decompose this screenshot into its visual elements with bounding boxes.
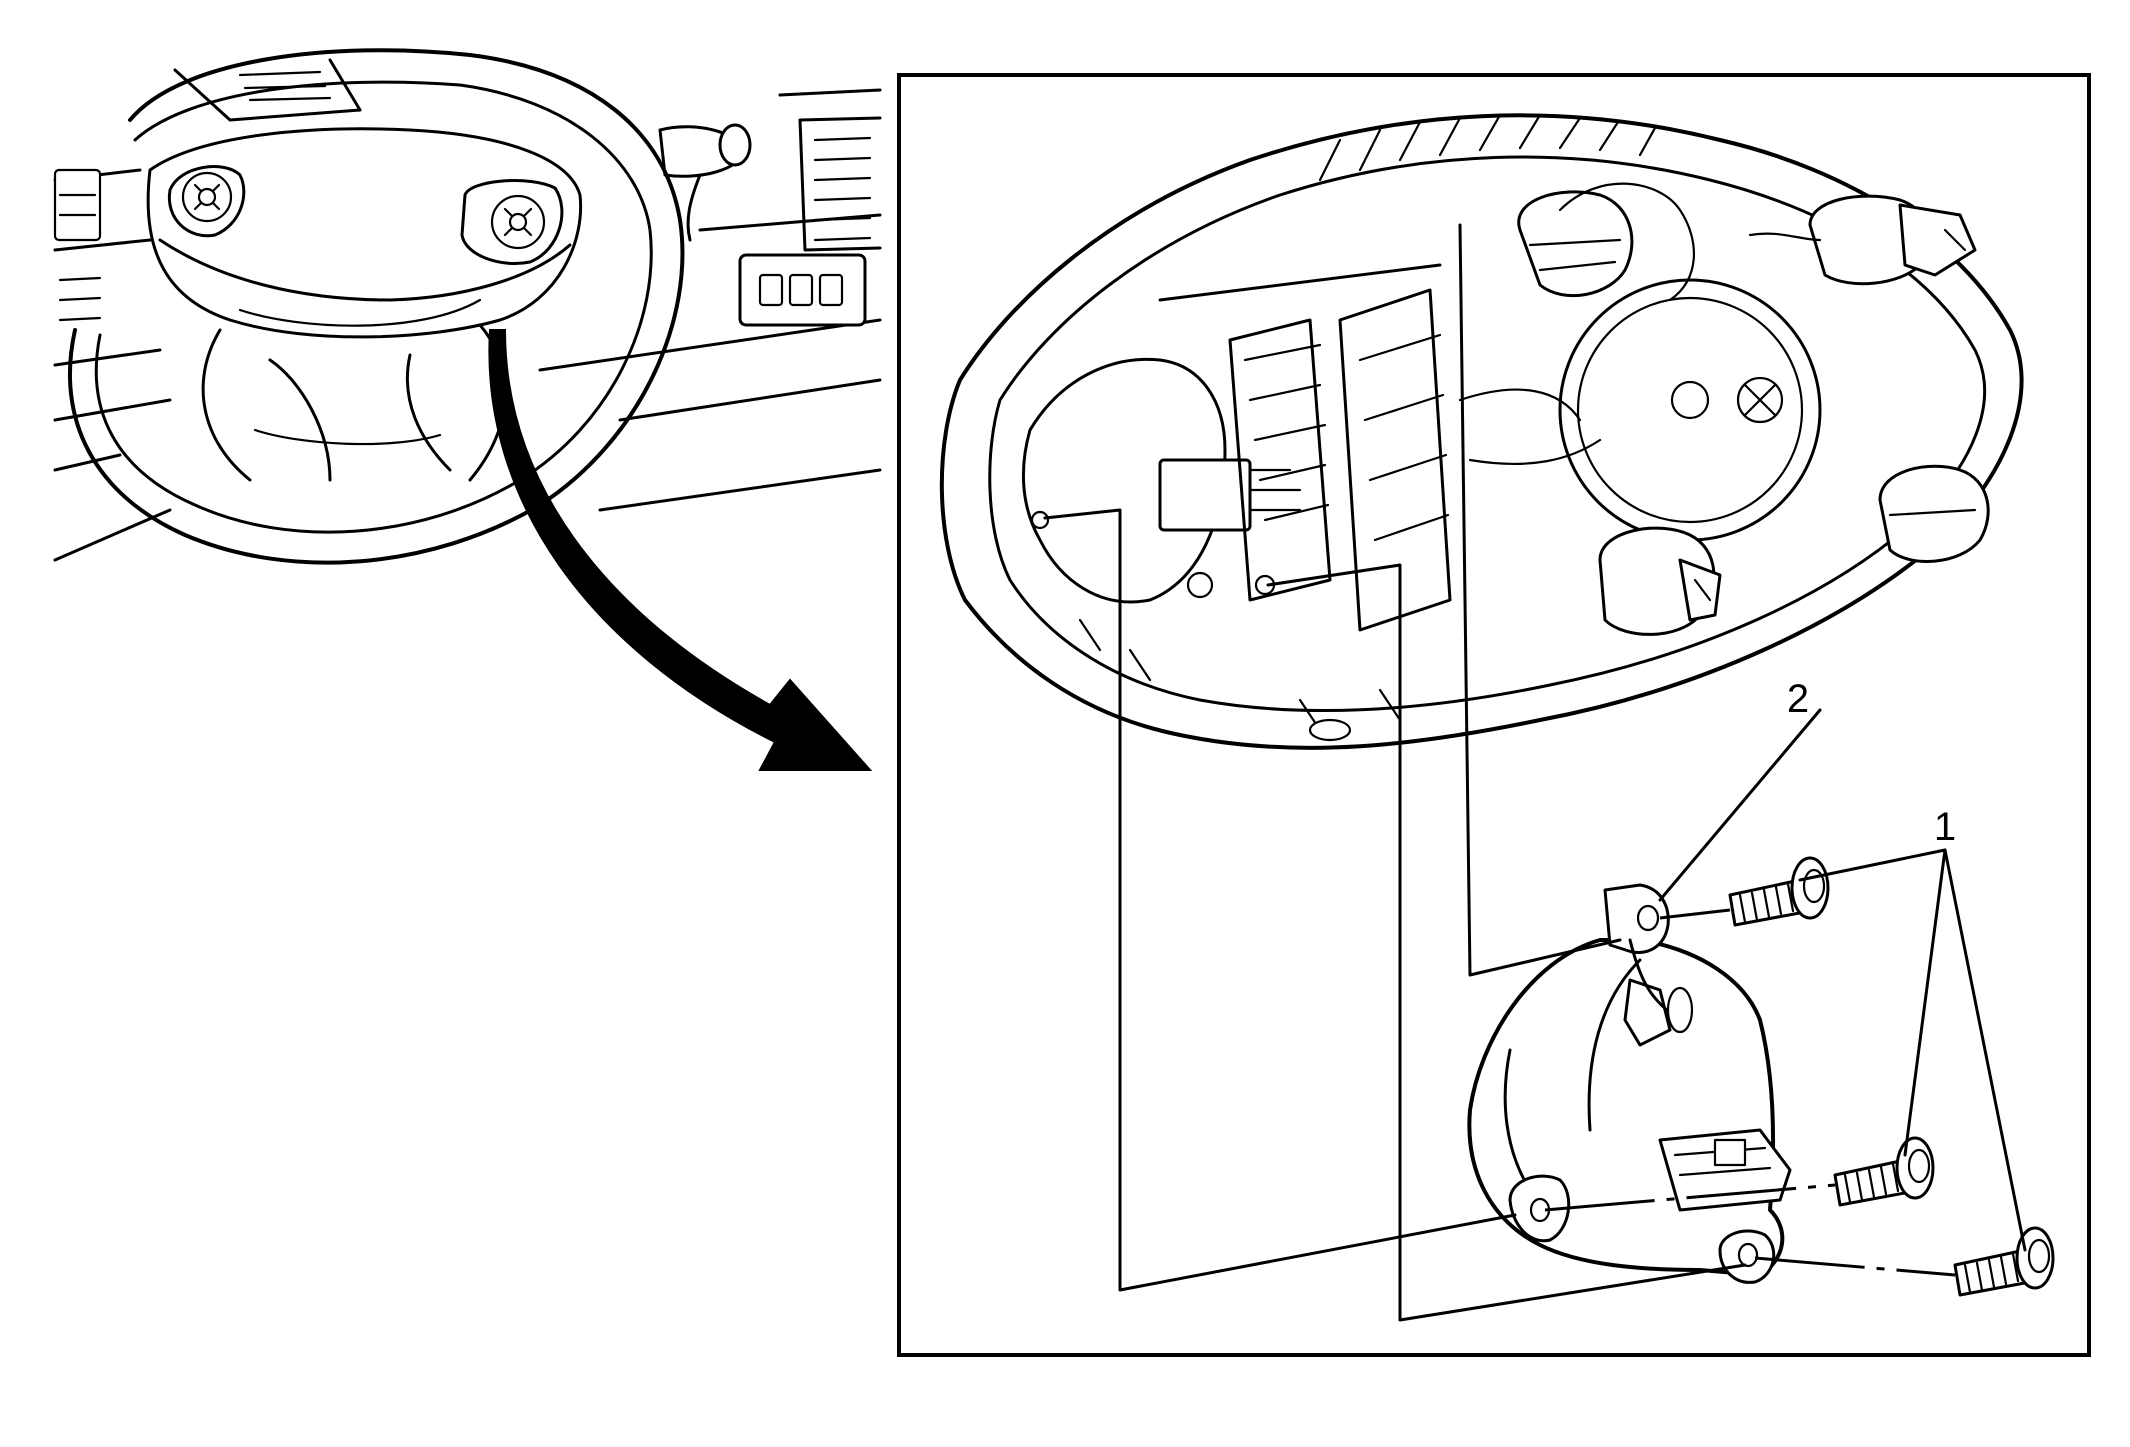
screw-1 bbox=[1728, 856, 1830, 927]
steering-wheel-overview bbox=[53, 48, 882, 565]
connector-top-right bbox=[1808, 194, 1977, 286]
control-switch-assembly bbox=[1467, 883, 1792, 1284]
left-switch-icon bbox=[181, 171, 233, 223]
callout-1-label: 1 bbox=[1934, 805, 1956, 849]
view-arrow bbox=[488, 329, 873, 771]
airbag-module-rear bbox=[939, 113, 2024, 750]
detail-frame bbox=[897, 73, 2091, 1357]
connector-right bbox=[1878, 464, 1990, 563]
callout-2-label: 2 bbox=[1787, 677, 1809, 721]
alignment-lines bbox=[1043, 223, 1956, 1322]
screw-2 bbox=[1833, 1136, 1935, 1207]
connector-top-left bbox=[1517, 190, 1634, 298]
screw-3 bbox=[1953, 1226, 2055, 1297]
leader-lines bbox=[1658, 708, 2027, 1252]
connector-bottom bbox=[1598, 526, 1722, 636]
right-switch-icon bbox=[490, 194, 546, 250]
